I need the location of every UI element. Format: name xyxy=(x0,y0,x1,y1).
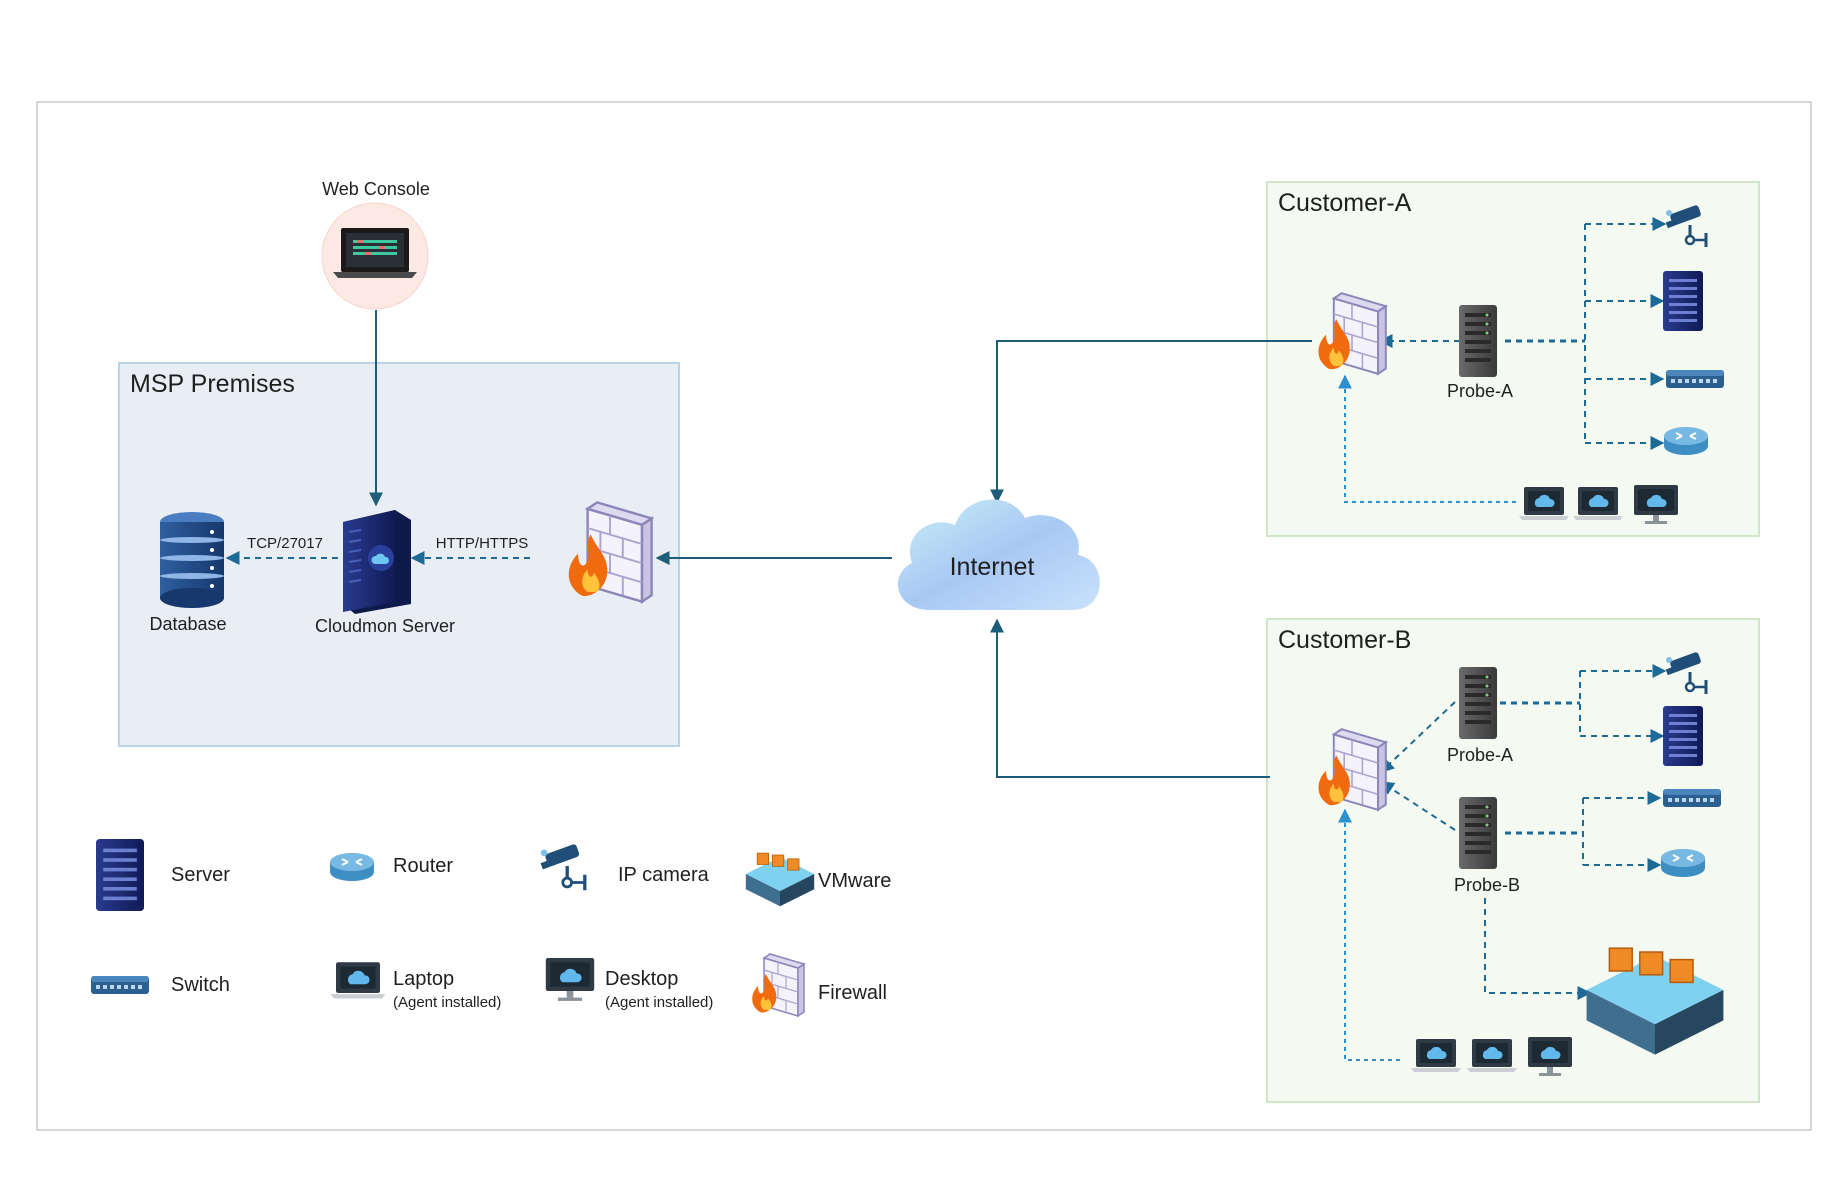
customer-b-title: Customer-B xyxy=(1278,626,1412,654)
edge-customer-b-to-internet xyxy=(990,618,1270,778)
probe-b-label: Probe-B xyxy=(1453,875,1521,895)
probe-icon xyxy=(1459,797,1497,869)
probe-a-label: Probe-A xyxy=(1446,745,1514,765)
laptop-icon xyxy=(333,228,417,278)
router-icon xyxy=(1663,426,1709,456)
internet-label: Internet xyxy=(949,553,1035,581)
server-icon xyxy=(96,839,144,911)
legend-desktop-label: Desktop xyxy=(605,968,679,990)
probe-a-label: Probe-A xyxy=(1446,381,1514,401)
router-icon xyxy=(1660,848,1706,878)
desktop-icon xyxy=(1528,1037,1572,1076)
laptop-icon xyxy=(330,962,386,999)
router-icon xyxy=(329,852,375,882)
legend-ip-camera-label: IP camera xyxy=(618,864,709,886)
firewall-icon xyxy=(567,501,653,603)
probe-icon xyxy=(1459,667,1497,739)
ip-camera-icon xyxy=(1664,202,1708,249)
switch-icon xyxy=(1663,789,1721,807)
legend-switch-label: Switch xyxy=(171,974,230,996)
legend-router-label: Router xyxy=(393,855,454,877)
legend-laptop-label: Laptop xyxy=(393,968,455,990)
customer-a-title: Customer-A xyxy=(1278,189,1412,217)
desktop-icon xyxy=(545,958,595,1001)
http-edge-label: HTTP/HTTPS xyxy=(435,535,529,552)
switch-icon xyxy=(1666,370,1724,388)
edge-customer-a-to-internet xyxy=(990,340,1312,504)
web-console-label: Web Console xyxy=(322,179,430,199)
server-icon xyxy=(1663,706,1703,766)
laptop-icon xyxy=(1573,487,1623,520)
connections xyxy=(225,217,1667,1061)
edge-probe-b-to-vmware xyxy=(1484,898,1592,1000)
web-console-node xyxy=(321,202,429,310)
database-label: Database xyxy=(149,614,227,634)
edge-agents-b-to-firewall xyxy=(1338,808,1400,1061)
firewall-icon xyxy=(1317,728,1387,811)
firewall-icon xyxy=(751,953,805,1017)
edge-agents-a-to-firewall xyxy=(1338,374,1516,503)
cloudmon-server-icon xyxy=(343,510,411,614)
ip-camera-icon xyxy=(1664,649,1708,696)
edge-probe-b-to-firewall-b xyxy=(1379,781,1456,831)
switch-icon xyxy=(91,976,149,994)
laptop-icon xyxy=(1411,1039,1461,1072)
vmware-icon xyxy=(1585,947,1725,1056)
diagram-frame xyxy=(36,101,1812,1131)
legend-laptop-note: (Agent installed) xyxy=(393,994,502,1011)
legend-vmware-label: VMware xyxy=(818,870,892,892)
firewall-icon xyxy=(1317,292,1387,375)
desktop-icon xyxy=(1634,485,1678,524)
ip-camera-icon xyxy=(538,841,587,892)
server-icon xyxy=(1663,271,1703,331)
database-icon xyxy=(160,512,224,608)
vmware-icon xyxy=(745,852,815,907)
legend-server-label: Server xyxy=(171,864,230,886)
cloudmon-server-label: Cloudmon Server xyxy=(314,616,456,636)
laptop-icon xyxy=(1467,1039,1517,1072)
cloud-icon xyxy=(897,499,1100,610)
msp-premises-title: MSP Premises xyxy=(130,370,295,398)
tcp-edge-label: TCP/27017 xyxy=(247,535,323,552)
legend-desktop-note: (Agent installed) xyxy=(605,994,714,1011)
edge-probe-a-b-to-firewall-b xyxy=(1379,701,1456,773)
probe-icon xyxy=(1459,305,1497,377)
laptop-icon xyxy=(1519,487,1569,520)
legend-firewall-label: Firewall xyxy=(818,982,887,1004)
